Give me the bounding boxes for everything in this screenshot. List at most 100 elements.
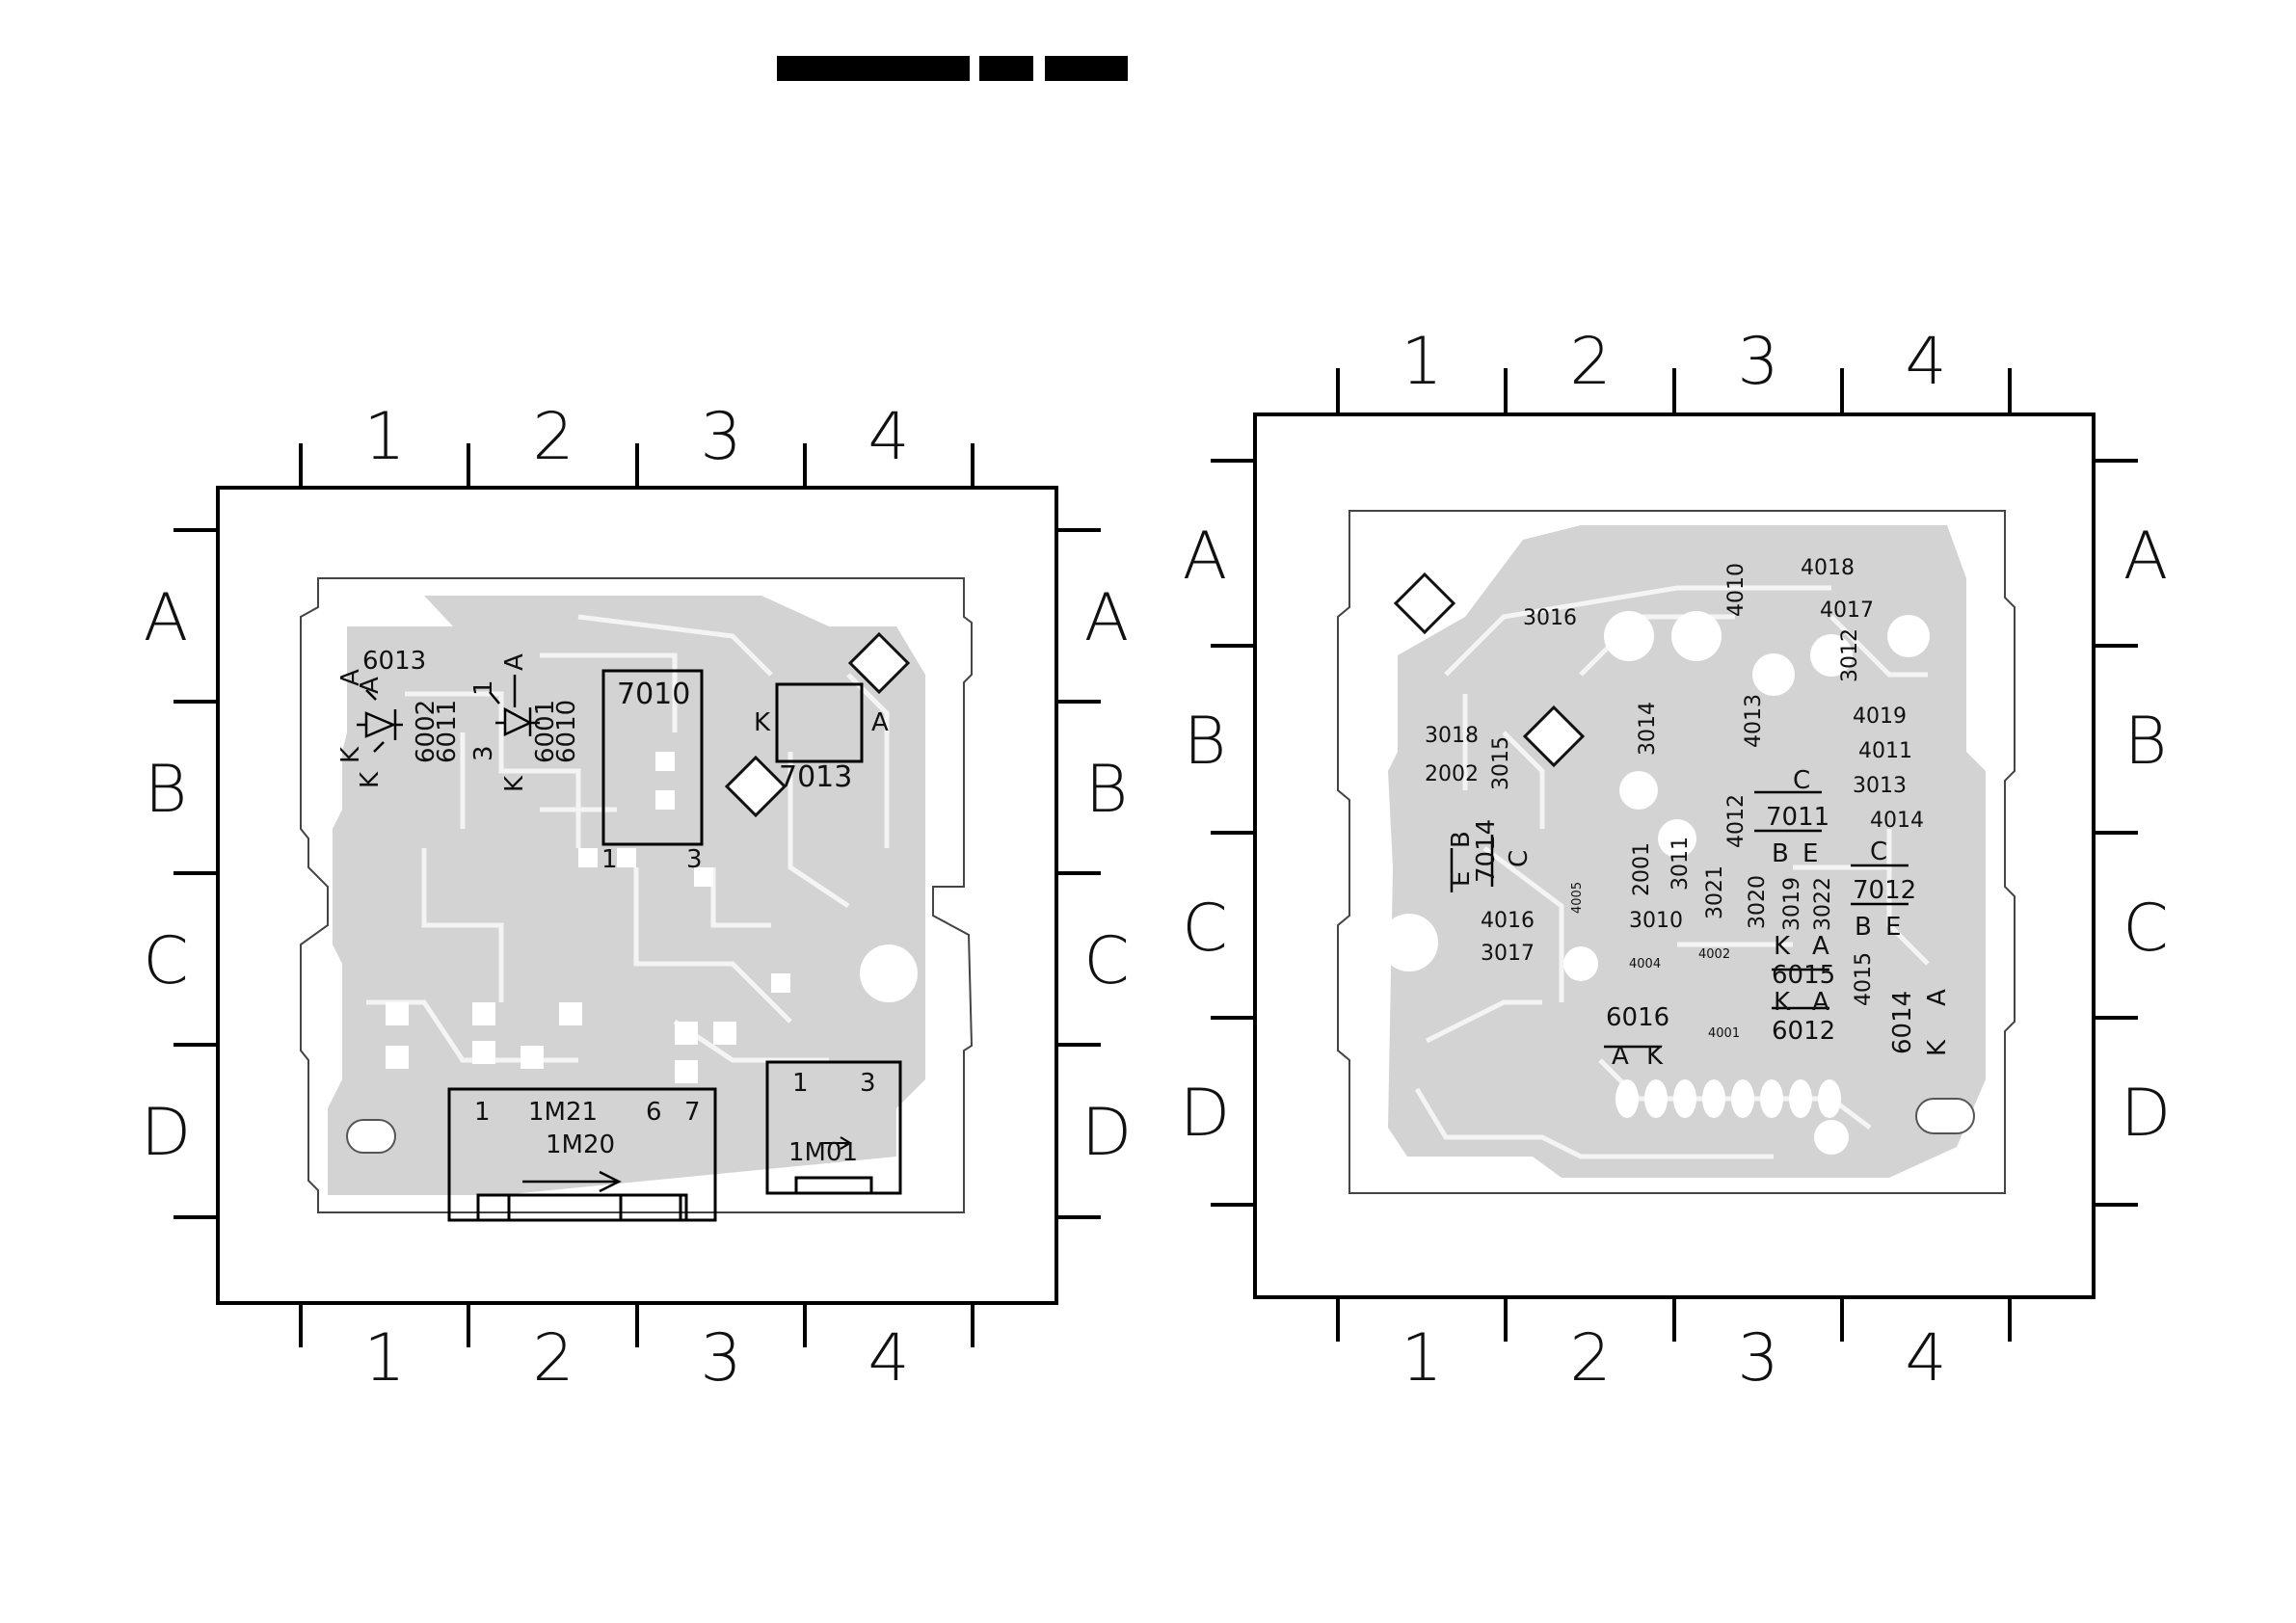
label-4002: 4002: [1698, 947, 1730, 962]
right-board-marker-diamond-1: [1393, 572, 1456, 635]
right-board-outline: [1337, 510, 2016, 1194]
pin-7012-c: C: [1870, 838, 1887, 866]
label-6013: 6013: [362, 647, 426, 676]
label-3013: 3013: [1853, 774, 1907, 798]
pin-7014-b: B: [1447, 831, 1476, 848]
label-2002: 2002: [1425, 762, 1479, 786]
left-connector-1m20-outline: [476, 1193, 688, 1222]
label-2001: 2001: [1630, 842, 1654, 896]
label-7011: 7011: [1766, 803, 1829, 832]
right-bottom-col-3: 3: [1737, 1320, 1778, 1397]
right-row-a-right: A: [2123, 519, 2169, 595]
pin-7011-e: E: [1802, 839, 1818, 868]
right-bottom-col-1: 1: [1401, 1320, 1442, 1397]
label-7014: 7014: [1472, 819, 1501, 883]
left-board-marker-diamond-2: [724, 755, 788, 818]
pin-6013-a: A: [336, 669, 365, 686]
label-3017: 3017: [1481, 942, 1535, 966]
label-6010: 6010: [552, 700, 581, 763]
label-4012: 4012: [1724, 794, 1749, 848]
header-bars: [777, 56, 1128, 81]
label-6016: 6016: [1606, 1003, 1669, 1032]
grid-labels: 1 2 3 4 1 2 3 4 A B C D A B C D 1 2 3 4 …: [141, 324, 2171, 1397]
left-ic-7013-outline: [775, 682, 864, 763]
diode-6002-symbol: [357, 689, 403, 753]
pin-6001-k: K: [500, 775, 529, 792]
left-row-d-left: D: [141, 1095, 191, 1171]
label-3016: 3016: [1523, 606, 1577, 630]
left-board-mounting-hole: [860, 945, 918, 1002]
right-top-col-4: 4: [1905, 324, 1946, 400]
label-6014: 6014: [1888, 991, 1917, 1054]
label-3018: 3018: [1425, 724, 1479, 748]
left-board: [174, 443, 1101, 1347]
right-top-col-1: 1: [1401, 324, 1442, 400]
right-board-part-lines: [1450, 790, 1909, 1049]
label-4005: 4005: [1570, 882, 1585, 914]
right-row-c-left: C: [1182, 891, 1227, 967]
left-top-col-3: 3: [700, 399, 741, 475]
header-bar-2: [979, 56, 1033, 81]
pin-7010-3: 3: [686, 845, 703, 874]
right-row-b-left: B: [1184, 704, 1227, 780]
left-top-col-4: 4: [868, 399, 909, 475]
pin-6012-k: K: [1774, 988, 1791, 1017]
label-4015: 4015: [1852, 952, 1876, 1006]
label-4014: 4014: [1870, 809, 1924, 833]
right-top-col-3: 3: [1737, 324, 1778, 400]
right-board-labels: 3016 4010 4018 4017 3012 3018 2002 3015 …: [1425, 556, 1952, 1071]
left-bottom-col-3: 3: [700, 1320, 741, 1397]
label-6011: 6011: [433, 700, 462, 763]
right-bottom-col-4: 4: [1905, 1320, 1946, 1397]
left-row-b-left: B: [145, 752, 188, 828]
diode-6001-symbol: [489, 675, 540, 736]
label-3010: 3010: [1629, 909, 1683, 933]
left-connector-1m01-key: [794, 1176, 873, 1195]
left-row-c-right: C: [1083, 923, 1129, 999]
label-7010: 7010: [617, 678, 690, 711]
left-top-col-1: 1: [363, 399, 405, 475]
label-1m20: 1M20: [546, 1131, 615, 1159]
header-bar-3: [1045, 56, 1128, 81]
label-1m01: 1M01: [788, 1138, 858, 1167]
pin-6002-k: K: [356, 771, 385, 788]
right-board: [1211, 368, 2138, 1342]
pin-6012-a: A: [1812, 988, 1829, 1017]
left-board-outline: [300, 577, 974, 1213]
label-3015: 3015: [1489, 736, 1513, 790]
label-6015: 6015: [1772, 961, 1835, 990]
pin-6013-k: K: [336, 746, 365, 763]
label-4019: 4019: [1853, 705, 1907, 729]
right-row-b-right: B: [2124, 704, 2168, 780]
pin-6014-a: A: [1923, 989, 1952, 1006]
label-3021: 3021: [1703, 865, 1727, 919]
left-row-a-left: A: [144, 580, 189, 656]
left-board-slot-hole: [346, 1119, 396, 1154]
pin-7013-a: A: [871, 708, 889, 737]
label-3019: 3019: [1780, 877, 1804, 931]
pin-6016-k: K: [1646, 1042, 1664, 1071]
left-board-pads: [386, 752, 790, 1083]
right-board-slot-hole: [1915, 1098, 1975, 1134]
label-4004: 4004: [1629, 957, 1661, 971]
label-3011: 3011: [1669, 837, 1693, 891]
label-4017: 4017: [1820, 599, 1874, 623]
label-7013: 7013: [779, 760, 852, 794]
right-row-d-right: D: [2121, 1076, 2171, 1152]
pin-7011-b: B: [1772, 839, 1789, 868]
label-4001: 4001: [1708, 1026, 1740, 1041]
left-bottom-col-2: 2: [532, 1320, 574, 1397]
label-4013: 4013: [1742, 694, 1766, 748]
label-6012: 6012: [1772, 1017, 1835, 1046]
left-ic-7010-outline: [601, 669, 704, 846]
pin-7014-e: E: [1447, 871, 1476, 887]
label-6001: 6001: [531, 700, 560, 763]
label-4010: 4010: [1724, 563, 1749, 617]
pin-6011-3: 3: [469, 745, 498, 761]
label-6002: 6002: [412, 700, 441, 763]
pin-6014-k: K: [1923, 1039, 1952, 1056]
right-row-d-left: D: [1180, 1076, 1230, 1152]
pin-6015-a: A: [1812, 932, 1829, 961]
right-top-col-2: 2: [1569, 324, 1611, 400]
